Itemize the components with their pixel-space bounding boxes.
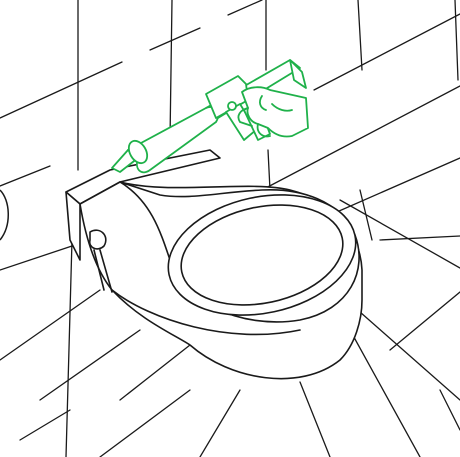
wall-bracket: [0, 189, 9, 241]
hand-icon: [237, 86, 309, 138]
toilet-bowl-icon: [65, 149, 363, 380]
